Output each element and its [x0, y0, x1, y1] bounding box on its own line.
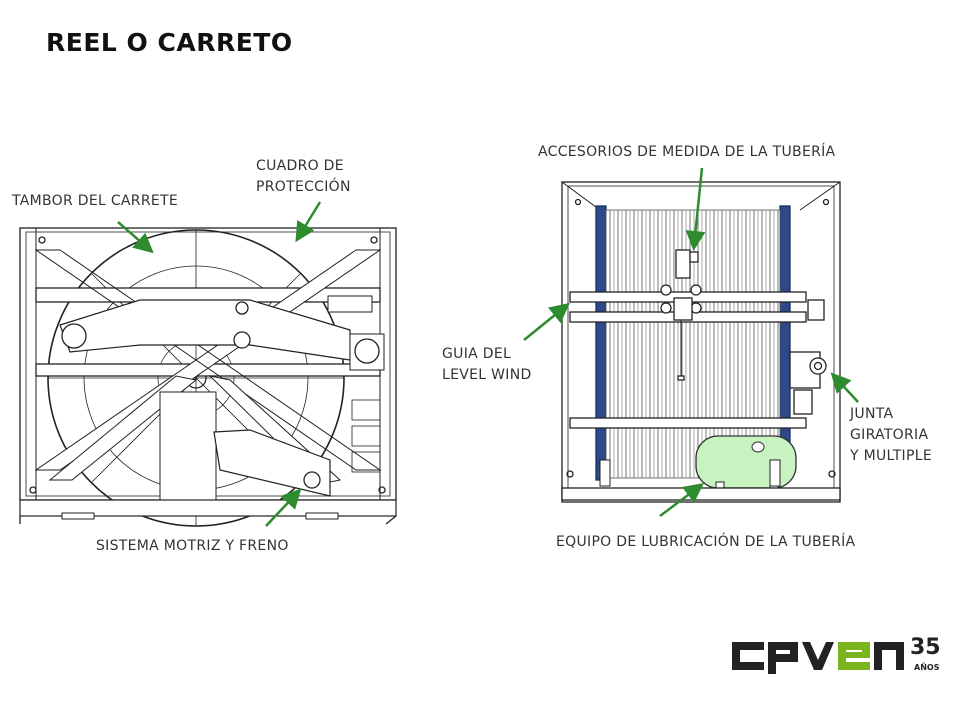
label-level-wind: GUIA DEL LEVEL WIND	[442, 346, 532, 383]
arrow-drive	[265, 488, 302, 527]
label-drum: TAMBOR DEL CARRETE	[12, 193, 179, 209]
reel-side-view	[19, 227, 397, 527]
label-swivel: JUNTA GIRATORIA Y MULTIPLE	[850, 406, 932, 464]
logo-years-word: AÑOS	[914, 662, 940, 672]
logo-years: 35	[910, 635, 941, 660]
arrow-swivel	[830, 372, 859, 403]
arrow-drum	[117, 221, 154, 254]
arrow-measure	[685, 167, 706, 251]
arrow-lube	[659, 483, 704, 517]
label-measure: ACCESORIOS DE MEDIDA DE LA TUBERÍA	[538, 144, 836, 160]
arrow-level-wind	[523, 302, 570, 341]
cpven-logo: 35 AÑOS	[730, 632, 941, 678]
label-drive: SISTEMA MOTRIZ Y FRENO	[96, 538, 289, 554]
callout-arrows	[117, 167, 859, 527]
label-frame: CUADRO DE PROTECCIÓN	[256, 158, 351, 195]
page-title: REEL O CARRETO	[46, 28, 293, 57]
label-lube: EQUIPO DE LUBRICACIÓN DE LA TUBERÍA	[556, 534, 856, 550]
arrow-frame	[295, 201, 322, 243]
reel-front-view	[561, 181, 841, 503]
